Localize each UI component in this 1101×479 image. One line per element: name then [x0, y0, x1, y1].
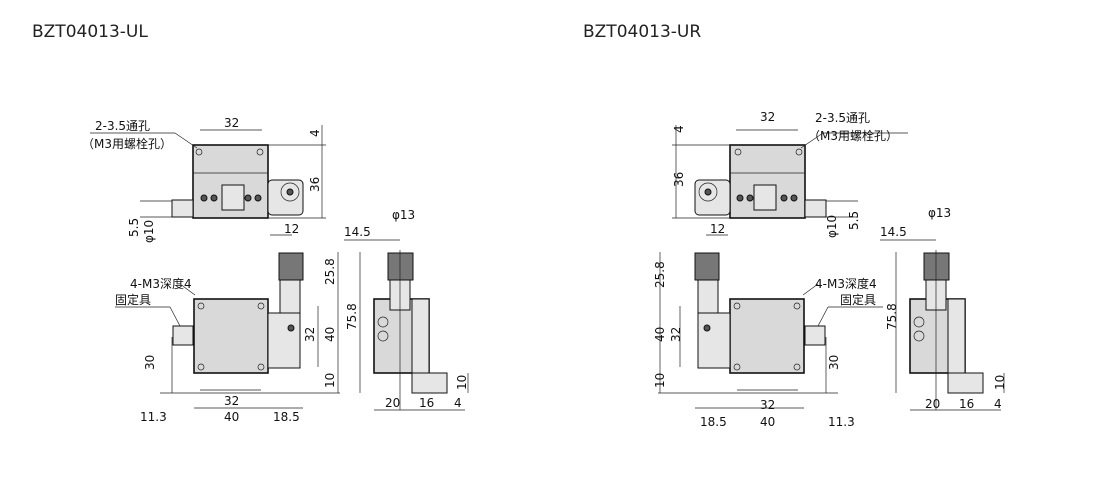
- hole-note: 2-3.5通孔: [815, 111, 870, 125]
- dim: 10: [653, 373, 667, 388]
- dim: 32: [224, 394, 239, 408]
- dim: 11.3: [140, 410, 167, 424]
- left-plan-views: [89, 124, 341, 409]
- right-plan-views: [657, 124, 909, 409]
- tap-note: 4-M3深度4: [815, 276, 877, 291]
- dim: 5.5: [127, 218, 141, 237]
- dim: 36: [672, 172, 686, 187]
- dim: 20: [925, 397, 940, 411]
- dim: 40: [323, 327, 337, 342]
- dim: 30: [827, 355, 841, 370]
- model-title-ul: BZT04013-UL: [32, 22, 148, 42]
- dim: 75.8: [345, 303, 359, 330]
- dim: 75.8: [885, 303, 899, 330]
- tap-note: 4-M3深度4: [130, 276, 192, 291]
- dim: 32: [760, 110, 775, 124]
- dim: 4: [994, 397, 1002, 411]
- right-labels: 2-3.5通孔 （M3用螺栓孔） 32 4 36 φ10 5.5 12 25.8…: [653, 110, 1007, 429]
- dim: 16: [959, 397, 974, 411]
- dim: 5.5: [847, 211, 861, 230]
- dim: 18.5: [273, 410, 300, 424]
- dim: 12: [710, 222, 725, 236]
- hole-note-sub: （M3用螺栓孔）: [82, 136, 172, 151]
- dim: 25.8: [323, 258, 337, 285]
- dim: φ13: [392, 208, 415, 222]
- dim: 36: [308, 177, 322, 192]
- dim: 14.5: [344, 225, 371, 239]
- dim: 4: [672, 125, 686, 133]
- hole-note: 2-3.5通孔: [95, 119, 150, 133]
- dim: 18.5: [700, 415, 727, 429]
- dim: 40: [224, 410, 239, 424]
- fixture-label: 固定具: [115, 292, 151, 307]
- model-title-ur: BZT04013-UR: [583, 22, 702, 42]
- dim: 32: [669, 327, 683, 342]
- dim: 25.8: [653, 261, 667, 288]
- fixture-label: 固定具: [840, 292, 876, 307]
- dim: 32: [303, 327, 317, 342]
- dim: 12: [284, 222, 299, 236]
- dim: 4: [308, 129, 322, 137]
- dim: 32: [224, 116, 239, 130]
- dim: 11.3: [828, 415, 855, 429]
- dim: 40: [760, 415, 775, 429]
- left-labels: 2-3.5通孔 （M3用螺栓孔） 32 4 36 5.5 φ10 12 25.8…: [82, 116, 469, 424]
- left-side-view: [343, 239, 469, 411]
- dim: φ13: [928, 206, 951, 220]
- dim: 40: [653, 327, 667, 342]
- dim: 14.5: [880, 225, 907, 239]
- dim: 30: [143, 355, 157, 370]
- hole-note-sub: （M3用螺栓孔）: [808, 128, 898, 143]
- dim: 4: [454, 396, 462, 410]
- dim: 10: [993, 375, 1007, 390]
- dim: 10: [455, 375, 469, 390]
- dim: φ10: [142, 220, 156, 243]
- dim: 20: [385, 396, 400, 410]
- dim: φ10: [825, 215, 839, 238]
- dim: 16: [419, 396, 434, 410]
- dim: 32: [760, 398, 775, 412]
- dim: 10: [323, 373, 337, 388]
